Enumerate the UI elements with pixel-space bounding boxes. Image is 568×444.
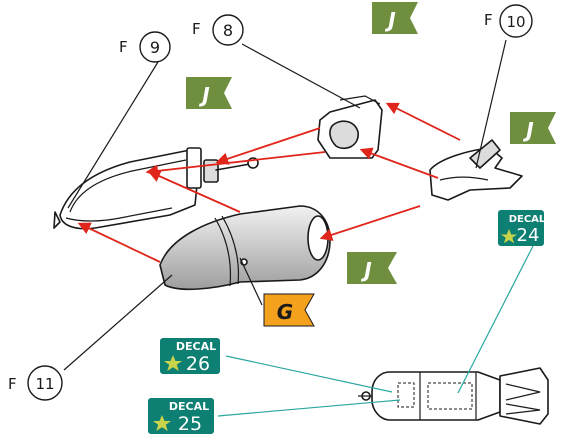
decal-25-star-icon [153, 415, 171, 431]
assembly-arrows [77, 102, 461, 263]
flag-j-2: J [186, 77, 232, 109]
callout-f8: F 8 [192, 14, 244, 46]
flag-j-1: J [372, 2, 418, 34]
callout-f9-number: 9 [150, 38, 160, 57]
callout-f10-prefix: F [484, 11, 493, 29]
decal-24-star-icon [501, 229, 517, 244]
decal-25-number: 25 [178, 413, 202, 435]
decal-26-number: 26 [186, 353, 210, 375]
callout-f11-prefix: F [8, 375, 17, 393]
decal-26: DECAL 26 [160, 338, 220, 375]
decal-25: DECAL 25 [148, 398, 214, 435]
flag-g-letter: G [277, 300, 293, 324]
flag-j-4: J [347, 252, 397, 284]
callout-f11-number: 11 [35, 375, 54, 393]
part-assembled-bomb [358, 367, 549, 425]
callout-f10: F 10 [484, 4, 533, 38]
callout-f9-prefix: F [119, 38, 128, 56]
callout-f11: F 11 [8, 365, 63, 401]
decal-24: DECAL 24 [498, 210, 546, 246]
callout-f9: F 9 [119, 31, 171, 63]
callout-f8-prefix: F [192, 20, 201, 38]
decal-26-star-icon [164, 355, 182, 371]
flag-j-3: J [510, 112, 556, 144]
decal-24-number: 24 [517, 225, 540, 246]
decal-leaders [217, 245, 534, 417]
decal-26-label: DECAL [176, 340, 216, 353]
decal-24-label: DECAL [509, 214, 546, 225]
decal-25-label: DECAL [169, 400, 209, 413]
callout-leaders [63, 39, 507, 371]
callout-f10-number: 10 [506, 13, 525, 31]
callout-f8-number: 8 [223, 21, 233, 40]
part-f11-body [159, 205, 331, 291]
part-f10-fin [429, 139, 523, 201]
flag-g: G [263, 293, 315, 327]
part-f8-clip [317, 95, 383, 159]
